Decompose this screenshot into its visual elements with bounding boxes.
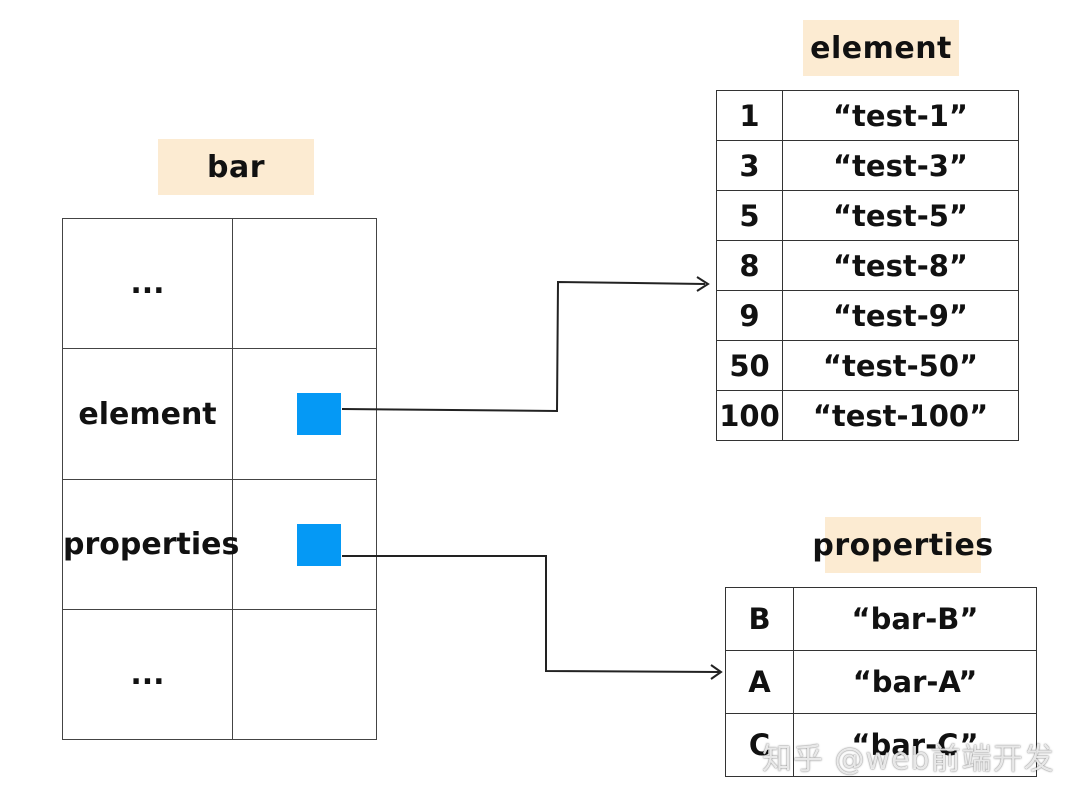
- bar-row-key: ...: [62, 218, 233, 349]
- bar-row-key: ...: [62, 609, 233, 740]
- element-index: 100: [716, 390, 783, 441]
- bar-row-value: [232, 609, 377, 740]
- element-index: 9: [716, 290, 783, 341]
- element-table: 1“test-1”3“test-3”5“test-5”8“test-8”9“te…: [716, 90, 1019, 441]
- properties-value: “bar-B”: [793, 587, 1037, 651]
- properties-key: A: [725, 650, 794, 714]
- properties-key: C: [725, 713, 794, 777]
- table-row: B“bar-B”: [725, 587, 1037, 651]
- element-value: “test-50”: [782, 340, 1019, 391]
- table-row: ...: [62, 609, 377, 740]
- element-index: 8: [716, 240, 783, 291]
- element-index: 3: [716, 140, 783, 191]
- table-row: ...: [62, 218, 377, 349]
- properties-key: B: [725, 587, 794, 651]
- table-row: 9“test-9”: [716, 290, 1019, 341]
- element-value: “test-1”: [782, 90, 1019, 141]
- element-value: “test-100”: [782, 390, 1019, 441]
- bar-title: bar: [158, 139, 314, 195]
- table-row: C“bar-C”: [725, 713, 1037, 777]
- properties-title: properties: [812, 517, 993, 573]
- element-index: 50: [716, 340, 783, 391]
- bar-row-value: [232, 348, 377, 480]
- bar-table: ... element properties ...: [62, 218, 377, 740]
- properties-value: “bar-A”: [793, 650, 1037, 714]
- element-value: “test-5”: [782, 190, 1019, 241]
- properties-value: “bar-C”: [793, 713, 1037, 777]
- properties-table: B“bar-B”A“bar-A”C“bar-C”: [725, 587, 1037, 777]
- table-row: properties: [62, 479, 377, 610]
- properties-connector: [342, 555, 720, 673]
- table-row: element: [62, 348, 377, 480]
- table-row: 5“test-5”: [716, 190, 1019, 241]
- element-connector: [341, 280, 706, 413]
- bar-row-value: [232, 218, 377, 349]
- table-row: 3“test-3”: [716, 140, 1019, 191]
- element-arrowhead: [696, 276, 710, 292]
- element-pointer: [297, 393, 341, 435]
- element-value: “test-3”: [782, 140, 1019, 191]
- element-index: 1: [716, 90, 783, 141]
- table-row: 50“test-50”: [716, 340, 1019, 391]
- bar-row-value: [232, 479, 377, 610]
- element-value: “test-9”: [782, 290, 1019, 341]
- bar-row-key: element: [62, 348, 233, 480]
- table-row: 8“test-8”: [716, 240, 1019, 291]
- table-row: 1“test-1”: [716, 90, 1019, 141]
- bar-row-key: properties: [62, 479, 239, 610]
- properties-pointer: [297, 523, 341, 566]
- element-value: “test-8”: [782, 240, 1019, 291]
- element-title: element: [803, 20, 959, 76]
- table-row: 100“test-100”: [716, 390, 1019, 441]
- table-row: A“bar-A”: [725, 650, 1037, 714]
- properties-arrowhead: [710, 664, 723, 680]
- watermark-text: 知乎 @web前端开发: [762, 742, 1055, 777]
